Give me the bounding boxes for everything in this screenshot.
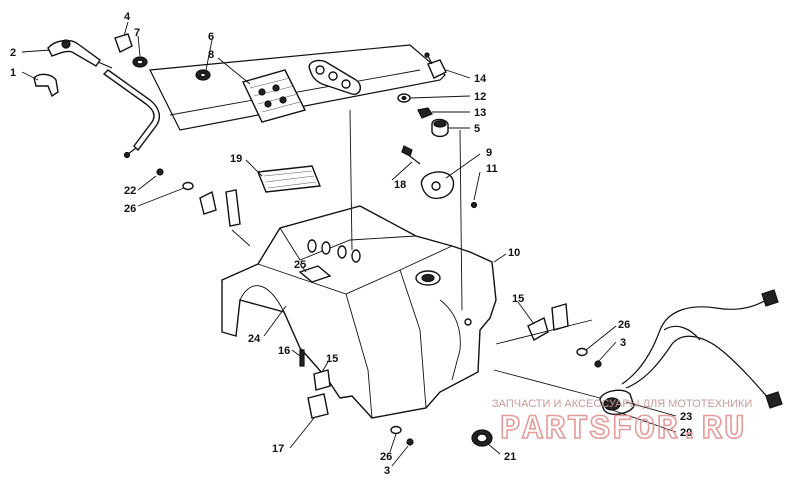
watermark-brand: PARTSFOR.RU (500, 411, 746, 449)
part-14-toggle-switch (424, 52, 447, 79)
part-26-washer-left (182, 181, 194, 191)
callout-24: 24 (248, 333, 261, 345)
part-3-screw-right (594, 360, 602, 368)
callout-10: 10 (508, 247, 520, 259)
mounting-clip (199, 189, 241, 227)
callout-21: 21 (504, 451, 516, 463)
part-4-knob (114, 33, 133, 53)
callout-8: 8 (208, 49, 214, 61)
part-5-key-switch (431, 118, 449, 138)
part-22-screw (156, 168, 164, 176)
callout-15-right: 15 (512, 293, 524, 305)
callout-20: 20 (680, 427, 692, 439)
throttle-cable-rod (102, 69, 161, 159)
part-25-decal (298, 265, 332, 283)
callout-9: 9 (486, 147, 492, 159)
switch-gasket (308, 59, 362, 95)
callout-5: 5 (474, 123, 480, 135)
part-3-screw-bottom (406, 438, 414, 446)
callout-4: 4 (124, 11, 131, 23)
callout-11: 11 (486, 163, 498, 175)
part-10-console-housing (221, 205, 497, 419)
callout-19: 19 (230, 153, 242, 165)
callout-3-right: 3 (620, 337, 626, 349)
callout-25: 25 (294, 259, 306, 271)
callout-26-left: 26 (124, 203, 136, 215)
part-13-nut (417, 107, 433, 119)
callout-26-right: 26 (618, 319, 630, 331)
leader-lines (21, 21, 677, 467)
part-2-lever (47, 39, 113, 69)
part-26-washer-bottom (390, 425, 402, 435)
part-26-washer-right (576, 347, 588, 357)
upper-panel-outline (149, 44, 446, 131)
watermark: ЗАПЧАСТИ И АКСЕССУАРЫ ДЛЯ МОТОТЕХНИКИ PA… (492, 398, 752, 450)
callout-14: 14 (474, 73, 487, 85)
watermark-caption: ЗАПЧАСТИ И АКСЕССУАРЫ ДЛЯ МОТОТЕХНИКИ (492, 398, 752, 410)
part-1-bracket (33, 73, 59, 98)
callout-7: 7 (134, 27, 140, 39)
callout-2: 2 (10, 47, 16, 59)
callout-13: 13 (474, 107, 486, 119)
callout-18: 18 (394, 179, 406, 191)
part-11-screw (470, 201, 478, 209)
callout-22: 22 (124, 185, 136, 197)
callout-12: 12 (474, 91, 486, 103)
part-8-switch-plate (242, 69, 307, 123)
part-15-bracket-left (313, 369, 331, 391)
callout-1: 1 (10, 67, 16, 79)
callout-6: 6 (208, 31, 214, 43)
callout-16: 16 (278, 345, 290, 357)
part-6-washer (195, 69, 211, 81)
part-12-washer (397, 93, 411, 103)
part-21-grommet (471, 429, 493, 447)
part-7-nut (132, 56, 148, 68)
part-18-fitting (401, 145, 421, 165)
part-16-screw (299, 349, 305, 367)
callout-15-left: 15 (326, 353, 338, 365)
part-17-bracket (307, 393, 329, 419)
callout-26-bottom: 26 (380, 451, 392, 463)
callout-23: 23 (680, 411, 692, 423)
part-19-decal (257, 165, 321, 193)
callout-3-bottom: 3 (384, 465, 390, 477)
callout-labels: 1 2 4 7 6 8 14 12 13 5 9 11 18 19 22 26 … (10, 11, 692, 477)
callout-17: 17 (272, 443, 284, 455)
part-9-flange (420, 171, 455, 200)
wiring-harness (599, 289, 783, 416)
